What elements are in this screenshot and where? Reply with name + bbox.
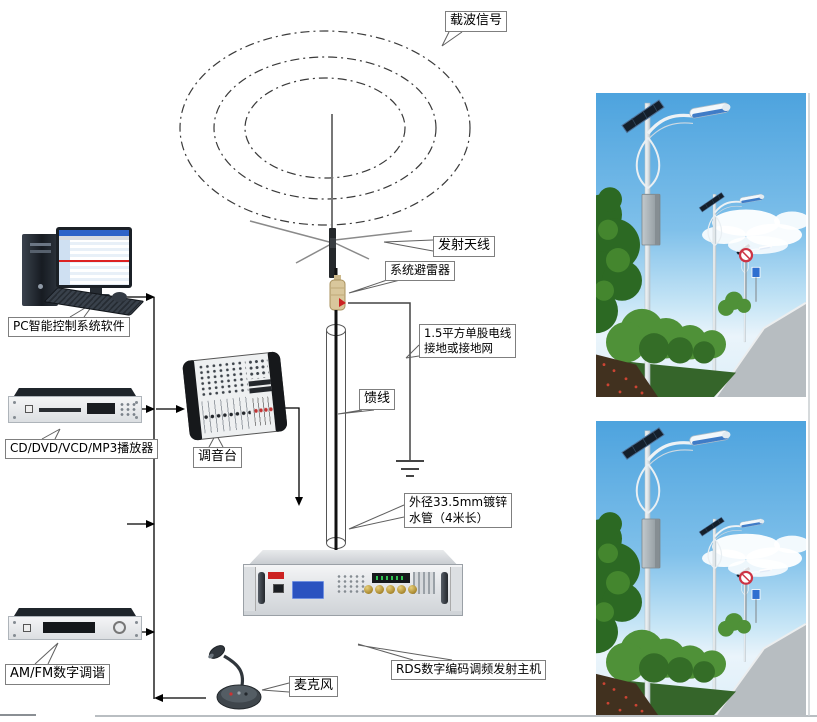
mixer-label: 调音台 xyxy=(193,447,243,468)
power-button xyxy=(23,624,31,632)
drive-slot xyxy=(29,243,51,246)
lightning-arrester xyxy=(329,268,346,311)
chassis-top xyxy=(249,550,457,564)
rack-top xyxy=(14,388,136,396)
galvanized-pipe xyxy=(326,324,346,549)
control-buttons xyxy=(119,402,137,417)
earth-ground-symbol xyxy=(396,460,424,477)
tuning-knob xyxy=(113,621,126,634)
knob xyxy=(408,585,417,594)
screws xyxy=(13,621,16,624)
rds-transmitter-host xyxy=(243,550,463,625)
carrier-signal-label: 载波信号 xyxy=(445,11,508,32)
power-switch xyxy=(273,584,284,593)
knob xyxy=(375,585,384,594)
master-knobs xyxy=(247,357,270,380)
ground-wire-label: 1.5平方单股电线 接地或接地网 xyxy=(419,324,517,358)
pc-mouse xyxy=(112,292,127,302)
tx-antenna-label: 发射天线 xyxy=(433,236,496,257)
transmit-antenna xyxy=(249,114,413,278)
brand-logo xyxy=(268,572,284,579)
pipe-label-line1: 外径33.5mm镀锌 xyxy=(409,495,508,509)
pc-monitor xyxy=(56,227,132,288)
knob xyxy=(397,585,406,594)
ground-wire-label-line1: 1.5平方单股电线 xyxy=(424,326,512,340)
microphone-label: 麦克风 xyxy=(289,676,339,697)
display-window xyxy=(87,403,115,414)
button-grid xyxy=(336,574,366,594)
ground-plane-radials xyxy=(249,220,413,264)
am-fm-tuner xyxy=(8,607,142,643)
ground-wire-label-line2: 接地或接地网 xyxy=(424,340,493,355)
feeder-label: 馈线 xyxy=(359,389,396,410)
knob xyxy=(386,585,395,594)
rack-ear xyxy=(450,567,462,611)
am-fm-tuner-label: AM/FM数字调谐 xyxy=(5,664,111,685)
segment-display xyxy=(372,573,410,583)
power-button xyxy=(37,284,43,289)
monitor-screen xyxy=(59,230,129,285)
screen-toolbar xyxy=(59,236,129,240)
pc-software-label: PC智能控制系统软件 xyxy=(8,317,130,337)
rack-top xyxy=(14,608,136,616)
rack-handle xyxy=(258,572,265,604)
carrier-wave-ellipses xyxy=(179,30,471,226)
cd-player-label: CD/DVD/VCD/MP3播放器 xyxy=(5,439,159,459)
rack-ear xyxy=(244,567,256,611)
monitor-stand xyxy=(90,288,102,295)
power-button xyxy=(25,405,33,413)
pipe-label-line2: 水管（4米长） xyxy=(409,510,489,525)
channel-knobs xyxy=(197,359,249,397)
desktop-microphone xyxy=(208,645,262,710)
pipe-label: 外径33.5mm镀锌 水管（4米长） xyxy=(404,493,513,529)
drive-slot xyxy=(29,250,51,253)
arrester-label: 系统避雷器 xyxy=(385,261,456,281)
tuner-display xyxy=(43,622,95,633)
rack-handle xyxy=(441,572,448,604)
screws xyxy=(13,401,16,404)
rack-faceplate xyxy=(8,396,142,423)
heatsink-vents xyxy=(413,572,435,594)
street-light-photo-2 xyxy=(596,421,806,715)
lcd-display xyxy=(292,581,324,599)
street-light-photo-1 xyxy=(596,93,806,397)
screen-red-line xyxy=(59,260,129,263)
cd-dvd-player xyxy=(8,387,142,427)
transmitter-faceplate xyxy=(243,564,463,616)
disc-slot xyxy=(39,408,81,412)
knob xyxy=(364,585,373,594)
mixing-console xyxy=(181,351,288,443)
rds-host-label: RDS数字编码调频发射主机 xyxy=(391,660,547,680)
screen-titlebar xyxy=(59,230,129,236)
screen-sidebar xyxy=(59,240,71,285)
rack-faceplate xyxy=(8,616,142,640)
